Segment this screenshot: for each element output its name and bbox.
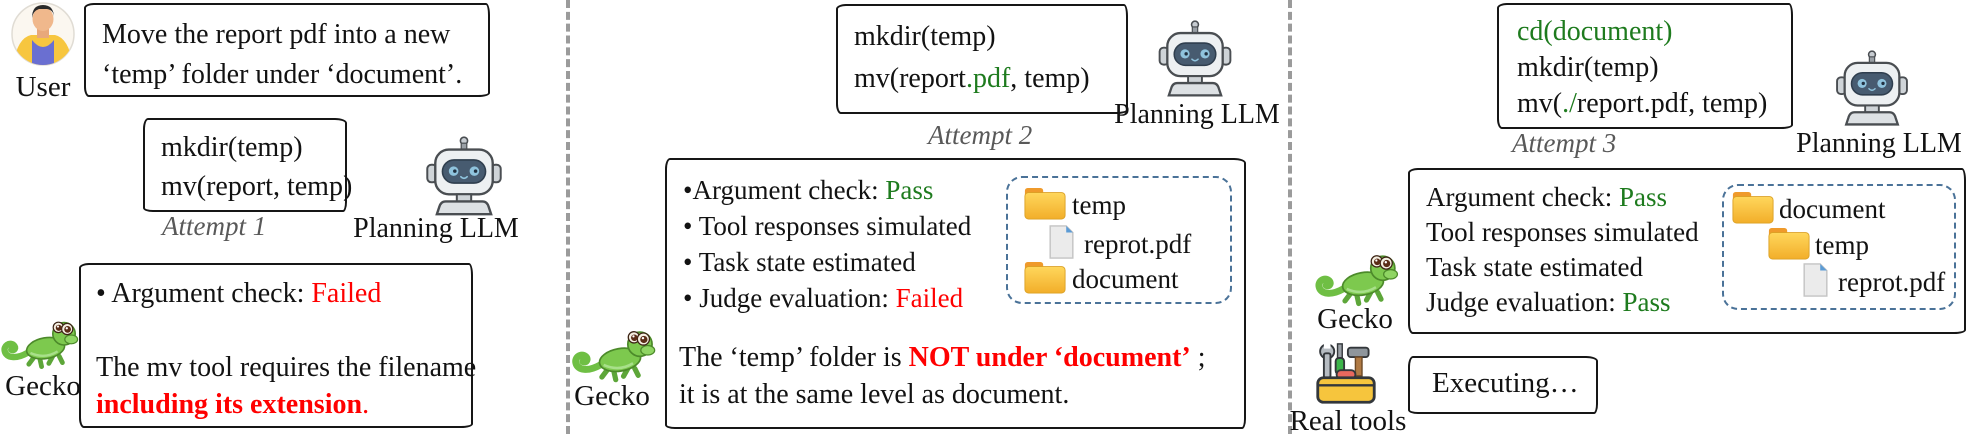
panel-divider-1 — [566, 0, 570, 434]
check-row: Tool responses simulated — [1426, 217, 1699, 247]
check-row: • Task state estimated — [683, 247, 916, 277]
folder-icon — [1732, 191, 1774, 224]
attempt-1-code-line2: mv(report, temp) — [161, 171, 353, 202]
gecko-icon — [0, 309, 80, 373]
tree-item-temp: temp — [1815, 230, 1869, 260]
tree-item-temp: temp — [1072, 190, 1126, 220]
robot-icon — [424, 136, 504, 219]
tree-item-document: document — [1072, 264, 1179, 294]
attempt-2-code-line1: mkdir(temp) — [854, 21, 996, 52]
attempt-3-code-line2: mkdir(temp) — [1517, 52, 1659, 83]
robot-icon — [1834, 50, 1910, 129]
verdict-line1: The ‘temp’ folder is NOT under ‘document… — [679, 342, 1206, 373]
user-message-line2: ‘temp’ folder under ‘document’. — [102, 59, 463, 90]
attempt-2-code-line2: mv(report.pdf, temp) — [854, 63, 1090, 94]
tree-item-reprot-pdf: reprot.pdf — [1838, 267, 1946, 297]
executing-box: Executing… — [1408, 356, 1598, 414]
real-tools-label: Real tools — [1289, 405, 1407, 434]
attempt-3-plan-box: cd(document) mkdir(temp) mv(./report.pdf… — [1497, 3, 1793, 129]
attempt-2-plan-box: mkdir(temp) mv(report.pdf, temp) — [836, 4, 1128, 114]
user-message-line1: Move the report pdf into a new — [102, 19, 451, 50]
planning-llm-label-3: Planning LLM — [1796, 128, 1962, 159]
planning-llm-label-2: Planning LLM — [1114, 99, 1280, 130]
executing-label: Executing… — [1432, 367, 1579, 399]
planning-llm-label-1: Planning LLM — [353, 213, 519, 244]
gecko-feedback-1-box: • Argument check: Failed The mv tool req… — [79, 263, 477, 428]
attempt-3-code-line3: mv(./report.pdf, temp) — [1517, 88, 1768, 119]
folder-icon — [1024, 187, 1066, 220]
check-row: •Argument check: Pass — [683, 175, 934, 205]
folder-icon — [1024, 261, 1066, 294]
attempt-3-label: Attempt 3 — [1512, 128, 1617, 158]
judge-verdict-2: The ‘temp’ folder is NOT under ‘document… — [679, 339, 1206, 413]
attempt-2-label: Attempt 2 — [928, 120, 1033, 150]
check-row: • Tool responses simulated — [683, 211, 972, 241]
robot-icon — [1156, 20, 1234, 100]
gecko-label-1: Gecko — [5, 370, 81, 402]
user-label: User — [15, 71, 71, 103]
attempt-1-label: Attempt 1 — [162, 211, 267, 241]
tree-item-reprot-pdf: reprot.pdf — [1084, 229, 1192, 259]
toolbox-icon — [1314, 340, 1378, 408]
simulation-checklist-2: •Argument check: Pass • Tool responses s… — [683, 172, 971, 316]
gecko-icon — [568, 320, 660, 384]
tree-item-document: document — [1779, 194, 1886, 224]
check-row: Task state estimated — [1426, 252, 1644, 282]
gecko-icon — [1314, 244, 1400, 308]
check-row: Argument check: Pass — [1426, 182, 1667, 212]
check-row: Judge evaluation: Pass — [1426, 287, 1671, 317]
feedback-1-body-line2: including its extension. — [96, 389, 370, 420]
attempt-3-code-line1: cd(document) — [1517, 16, 1673, 47]
feedback-1-body-line1: The mv tool requires the filename — [96, 352, 477, 383]
check-result-failed: Failed — [311, 278, 382, 309]
gecko-label-3: Gecko — [1317, 303, 1393, 335]
user-message-bubble: Move the report pdf into a new ‘temp’ fo… — [84, 3, 490, 97]
gecko-label-2: Gecko — [574, 380, 650, 412]
verdict-line2: it is at the same level as document. — [679, 379, 1070, 410]
file-icon — [1802, 263, 1829, 297]
panel-divider-2 — [1288, 0, 1292, 434]
check-row: • Judge evaluation: Failed — [683, 283, 964, 313]
simulation-checklist-3: Argument check: Pass Tool responses simu… — [1426, 180, 1699, 320]
folder-icon — [1768, 227, 1810, 260]
attempt-1-plan-box: mkdir(temp) mv(report, temp) — [143, 118, 353, 212]
attempt-1-code-line1: mkdir(temp) — [161, 132, 303, 163]
argument-check-line-1: • Argument check: Failed — [96, 278, 382, 309]
file-icon — [1048, 225, 1075, 259]
user-avatar-icon — [11, 2, 75, 66]
